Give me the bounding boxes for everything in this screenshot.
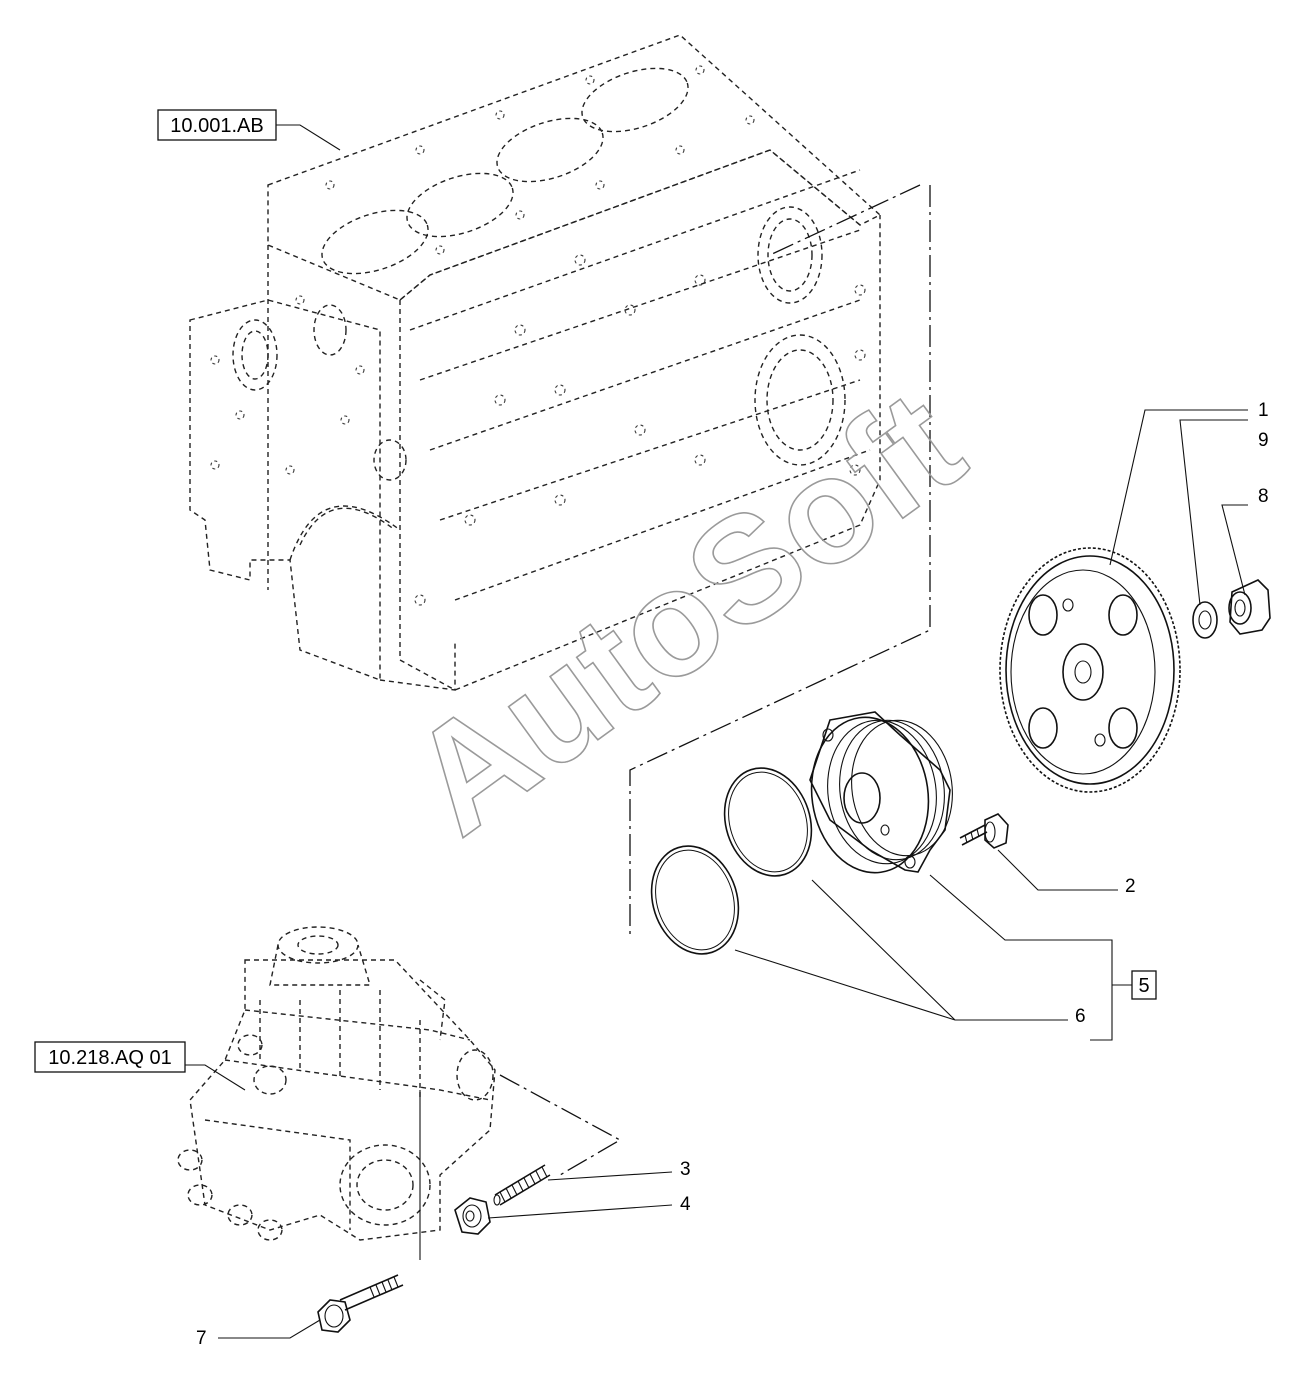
watermark-text: AutoSoft	[380, 358, 991, 866]
callout-8: 8	[1258, 486, 1269, 507]
stud-icon	[493, 1164, 551, 1206]
leader-part-4	[487, 1204, 673, 1219]
leader-injection-pump	[185, 1064, 246, 1091]
nut-icon	[454, 1197, 491, 1235]
bolt-icon	[317, 1274, 404, 1333]
reference-label-kit: 5	[1138, 975, 1149, 997]
gear-icon	[999, 547, 1181, 793]
callout-1: 1	[1258, 400, 1269, 421]
leader-part-kit	[929, 874, 1090, 941]
reference-box-engine-block[interactable]: 10.001.AB	[157, 109, 277, 141]
reference-label-injection-pump: 10.218.AQ 01	[48, 1047, 171, 1069]
leader-part-2	[997, 849, 1118, 891]
callout-6: 6	[1075, 1006, 1086, 1027]
leader-part-6	[734, 879, 1068, 1021]
washer-icon	[1192, 601, 1218, 639]
callout-7: 7	[196, 1328, 207, 1349]
reference-label-engine-block: 10.001.AB	[170, 115, 263, 137]
engine-block-icon	[189, 34, 882, 691]
bolt-icon	[959, 813, 1009, 849]
callout-9: 9	[1258, 430, 1269, 451]
leader-part-7	[218, 1319, 321, 1339]
callout-3: 3	[680, 1159, 691, 1180]
flange-icon	[809, 711, 953, 874]
o-ring-icon	[650, 767, 813, 955]
assembly-path-line	[629, 184, 931, 935]
leader-engine-block	[276, 124, 341, 151]
kit-bracket	[1090, 939, 1132, 1041]
pump-assembly-line	[499, 1074, 622, 1176]
leader-part-1	[1109, 409, 1248, 566]
reference-box-kit[interactable]: 5	[1131, 970, 1157, 1000]
callout-4: 4	[680, 1194, 691, 1215]
leader-part-9	[1179, 419, 1248, 606]
reference-box-injection-pump[interactable]: 10.218.AQ 01	[34, 1041, 186, 1073]
nut-icon	[1228, 579, 1271, 635]
leader-part-3	[547, 1171, 673, 1181]
callout-2: 2	[1125, 876, 1136, 897]
leader-part-8	[1221, 504, 1248, 596]
injection-pump-icon	[177, 926, 496, 1241]
